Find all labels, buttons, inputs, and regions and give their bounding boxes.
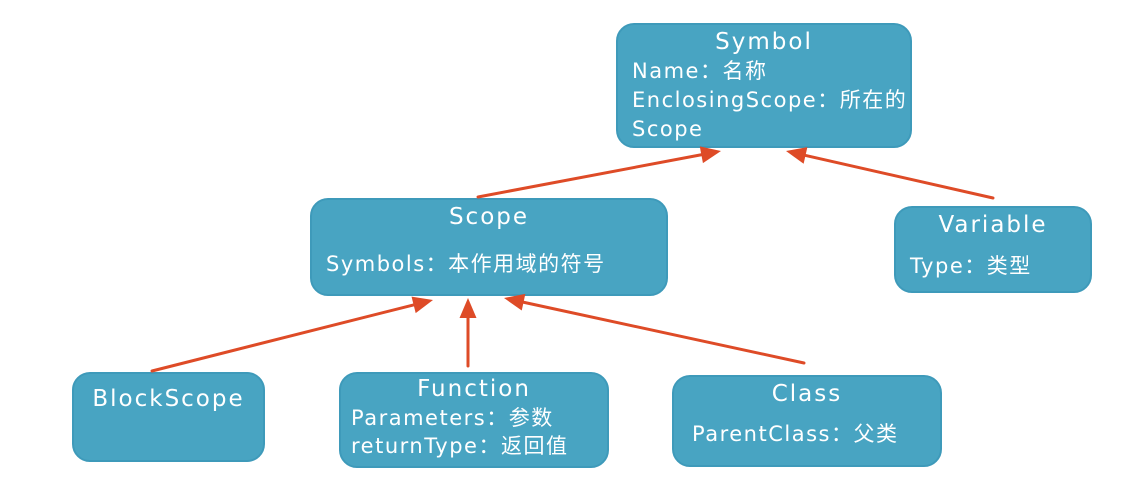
arrow-line bbox=[804, 153, 995, 200]
node-function-title: Function bbox=[417, 376, 531, 402]
node-variable-attributes: Type：类型 bbox=[896, 252, 1090, 281]
node-symbol-attr-enclosingscope-wrap: Scope bbox=[632, 117, 704, 141]
arrow-line bbox=[150, 303, 416, 373]
node-scope: Scope Symbols：本作用域的符号 bbox=[310, 198, 668, 296]
arrow-function-to-scope bbox=[459, 298, 477, 368]
node-function-attr-returntype: returnType：返回值 bbox=[351, 434, 569, 458]
arrow-line bbox=[522, 300, 806, 365]
node-class: Class ParentClass：父类 bbox=[672, 375, 942, 467]
node-symbol-attr-enclosingscope: EnclosingScope：所在的 bbox=[632, 88, 908, 112]
node-scope-title: Scope bbox=[448, 204, 530, 230]
arrow-line bbox=[476, 153, 703, 199]
node-blockscope-title: BlockScope bbox=[92, 386, 245, 412]
node-variable-title: Variable bbox=[938, 212, 1048, 238]
node-function: Function Parameters：参数 returnType：返回值 bbox=[339, 372, 609, 468]
node-function-attr-parameters: Parameters：参数 bbox=[351, 406, 554, 430]
node-scope-attributes: Symbols：本作用域的符号 bbox=[312, 250, 666, 279]
arrow-blockscope-to-scope bbox=[150, 296, 433, 373]
node-class-title: Class bbox=[771, 381, 843, 407]
node-function-attributes: Parameters：参数 returnType：返回值 bbox=[341, 404, 607, 460]
node-symbol-attr-name: Name：名称 bbox=[632, 59, 768, 83]
node-scope-attr-symbols: Symbols：本作用域的符号 bbox=[326, 252, 606, 276]
node-variable: Variable Type：类型 bbox=[894, 206, 1092, 293]
arrow-class-to-scope bbox=[504, 293, 806, 365]
arrow-scope-to-symbol bbox=[476, 146, 721, 199]
arrowhead-icon bbox=[459, 298, 477, 318]
node-symbol-title: Symbol bbox=[715, 29, 813, 55]
arrowhead-icon bbox=[411, 296, 433, 314]
node-symbol-attributes: Name：名称 EnclosingScope：所在的 Scope bbox=[618, 57, 910, 144]
node-class-attr-parentclass: ParentClass：父类 bbox=[692, 422, 899, 446]
node-class-attributes: ParentClass：父类 bbox=[674, 420, 940, 449]
node-variable-attr-type: Type：类型 bbox=[910, 254, 1032, 278]
node-symbol: Symbol Name：名称 EnclosingScope：所在的 Scope bbox=[616, 23, 912, 148]
arrowhead-icon bbox=[786, 147, 808, 164]
node-blockscope: BlockScope bbox=[72, 372, 265, 462]
arrowhead-icon bbox=[699, 146, 721, 164]
arrow-variable-to-symbol bbox=[786, 147, 995, 200]
arrowhead-icon bbox=[504, 293, 526, 311]
